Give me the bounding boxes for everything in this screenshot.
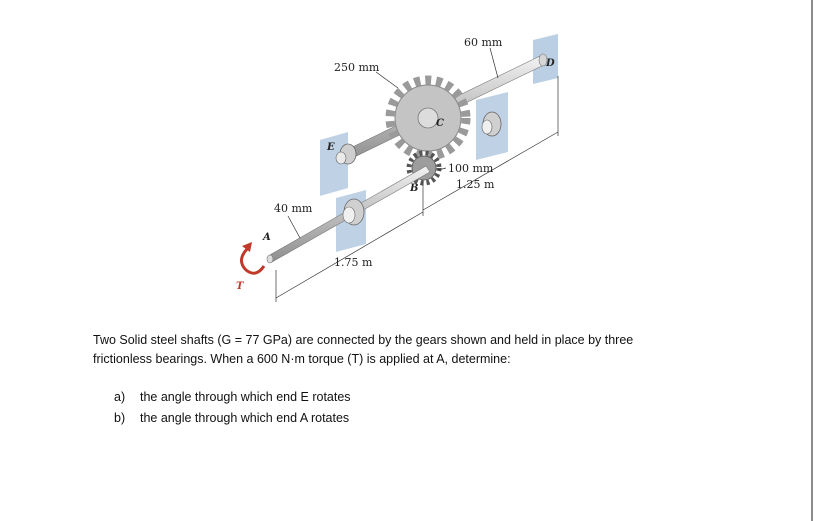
question-list: a) the angle through which end E rotates…: [114, 387, 614, 429]
lower-shaft: [266, 165, 431, 264]
gear-b-teeth: [406, 150, 442, 186]
point-label-e: E: [326, 142, 335, 153]
dim-label-60mm: 60 mm: [464, 36, 503, 49]
question-a-marker: a): [114, 390, 126, 404]
shaft-end-a: [266, 254, 274, 264]
leader-100: [437, 167, 447, 171]
question-b: b) the angle through which end A rotates: [114, 408, 614, 429]
dim-line-175: [275, 211, 424, 299]
point-label-a: A: [262, 232, 271, 243]
question-b-text: the angle through which end A rotates: [140, 411, 350, 425]
dimension-lines: [275, 47, 559, 302]
page-edge-divider: [811, 0, 813, 521]
end-e-face: [335, 151, 347, 165]
lower-bearing-face: [342, 206, 356, 224]
point-label-d: D: [545, 58, 555, 69]
point-label-b: B: [409, 183, 418, 194]
torque-arrow: [240, 242, 266, 275]
wall-plate-e: [320, 132, 348, 196]
problem-line-2: frictionless bearings. When a 600 N·m to…: [93, 352, 511, 366]
point-label-t: T: [236, 281, 245, 292]
question-a-text: the angle through which end E rotates: [140, 390, 351, 404]
dim-label-125m: 1.25 m: [456, 178, 495, 191]
gear-shaft-figure: 60 mm 250 mm 100 mm 1.25 m 40 mm 1.75 m …: [236, 34, 559, 302]
question-b-marker: b): [114, 411, 126, 425]
point-label-c: C: [436, 118, 444, 129]
gear-c-hub: [417, 107, 439, 129]
leader-40: [287, 215, 301, 239]
torque-arc: [240, 246, 266, 275]
problem-line-1: Two Solid steel shafts (G = 77 GPa) are …: [93, 333, 634, 347]
gear-c-teeth: [385, 75, 471, 161]
question-a: a) the angle through which end E rotates: [114, 387, 614, 408]
dim-label-175m: 1.75 m: [334, 256, 373, 269]
torque-arrowhead: [242, 242, 252, 252]
upper-shaft-end-d: [538, 53, 548, 67]
upper-bearing-face: [481, 119, 493, 135]
dim-line-125: [422, 131, 559, 211]
problem-statement: Two Solid steel shafts (G = 77 GPa) are …: [93, 331, 733, 369]
gear-c: [385, 75, 471, 161]
dim-label-250mm: 250 mm: [334, 61, 380, 74]
dim-label-40mm: 40 mm: [274, 202, 313, 215]
dim-label-100mm: 100 mm: [448, 162, 494, 175]
leader-250: [375, 71, 399, 89]
leader-60: [489, 47, 499, 79]
